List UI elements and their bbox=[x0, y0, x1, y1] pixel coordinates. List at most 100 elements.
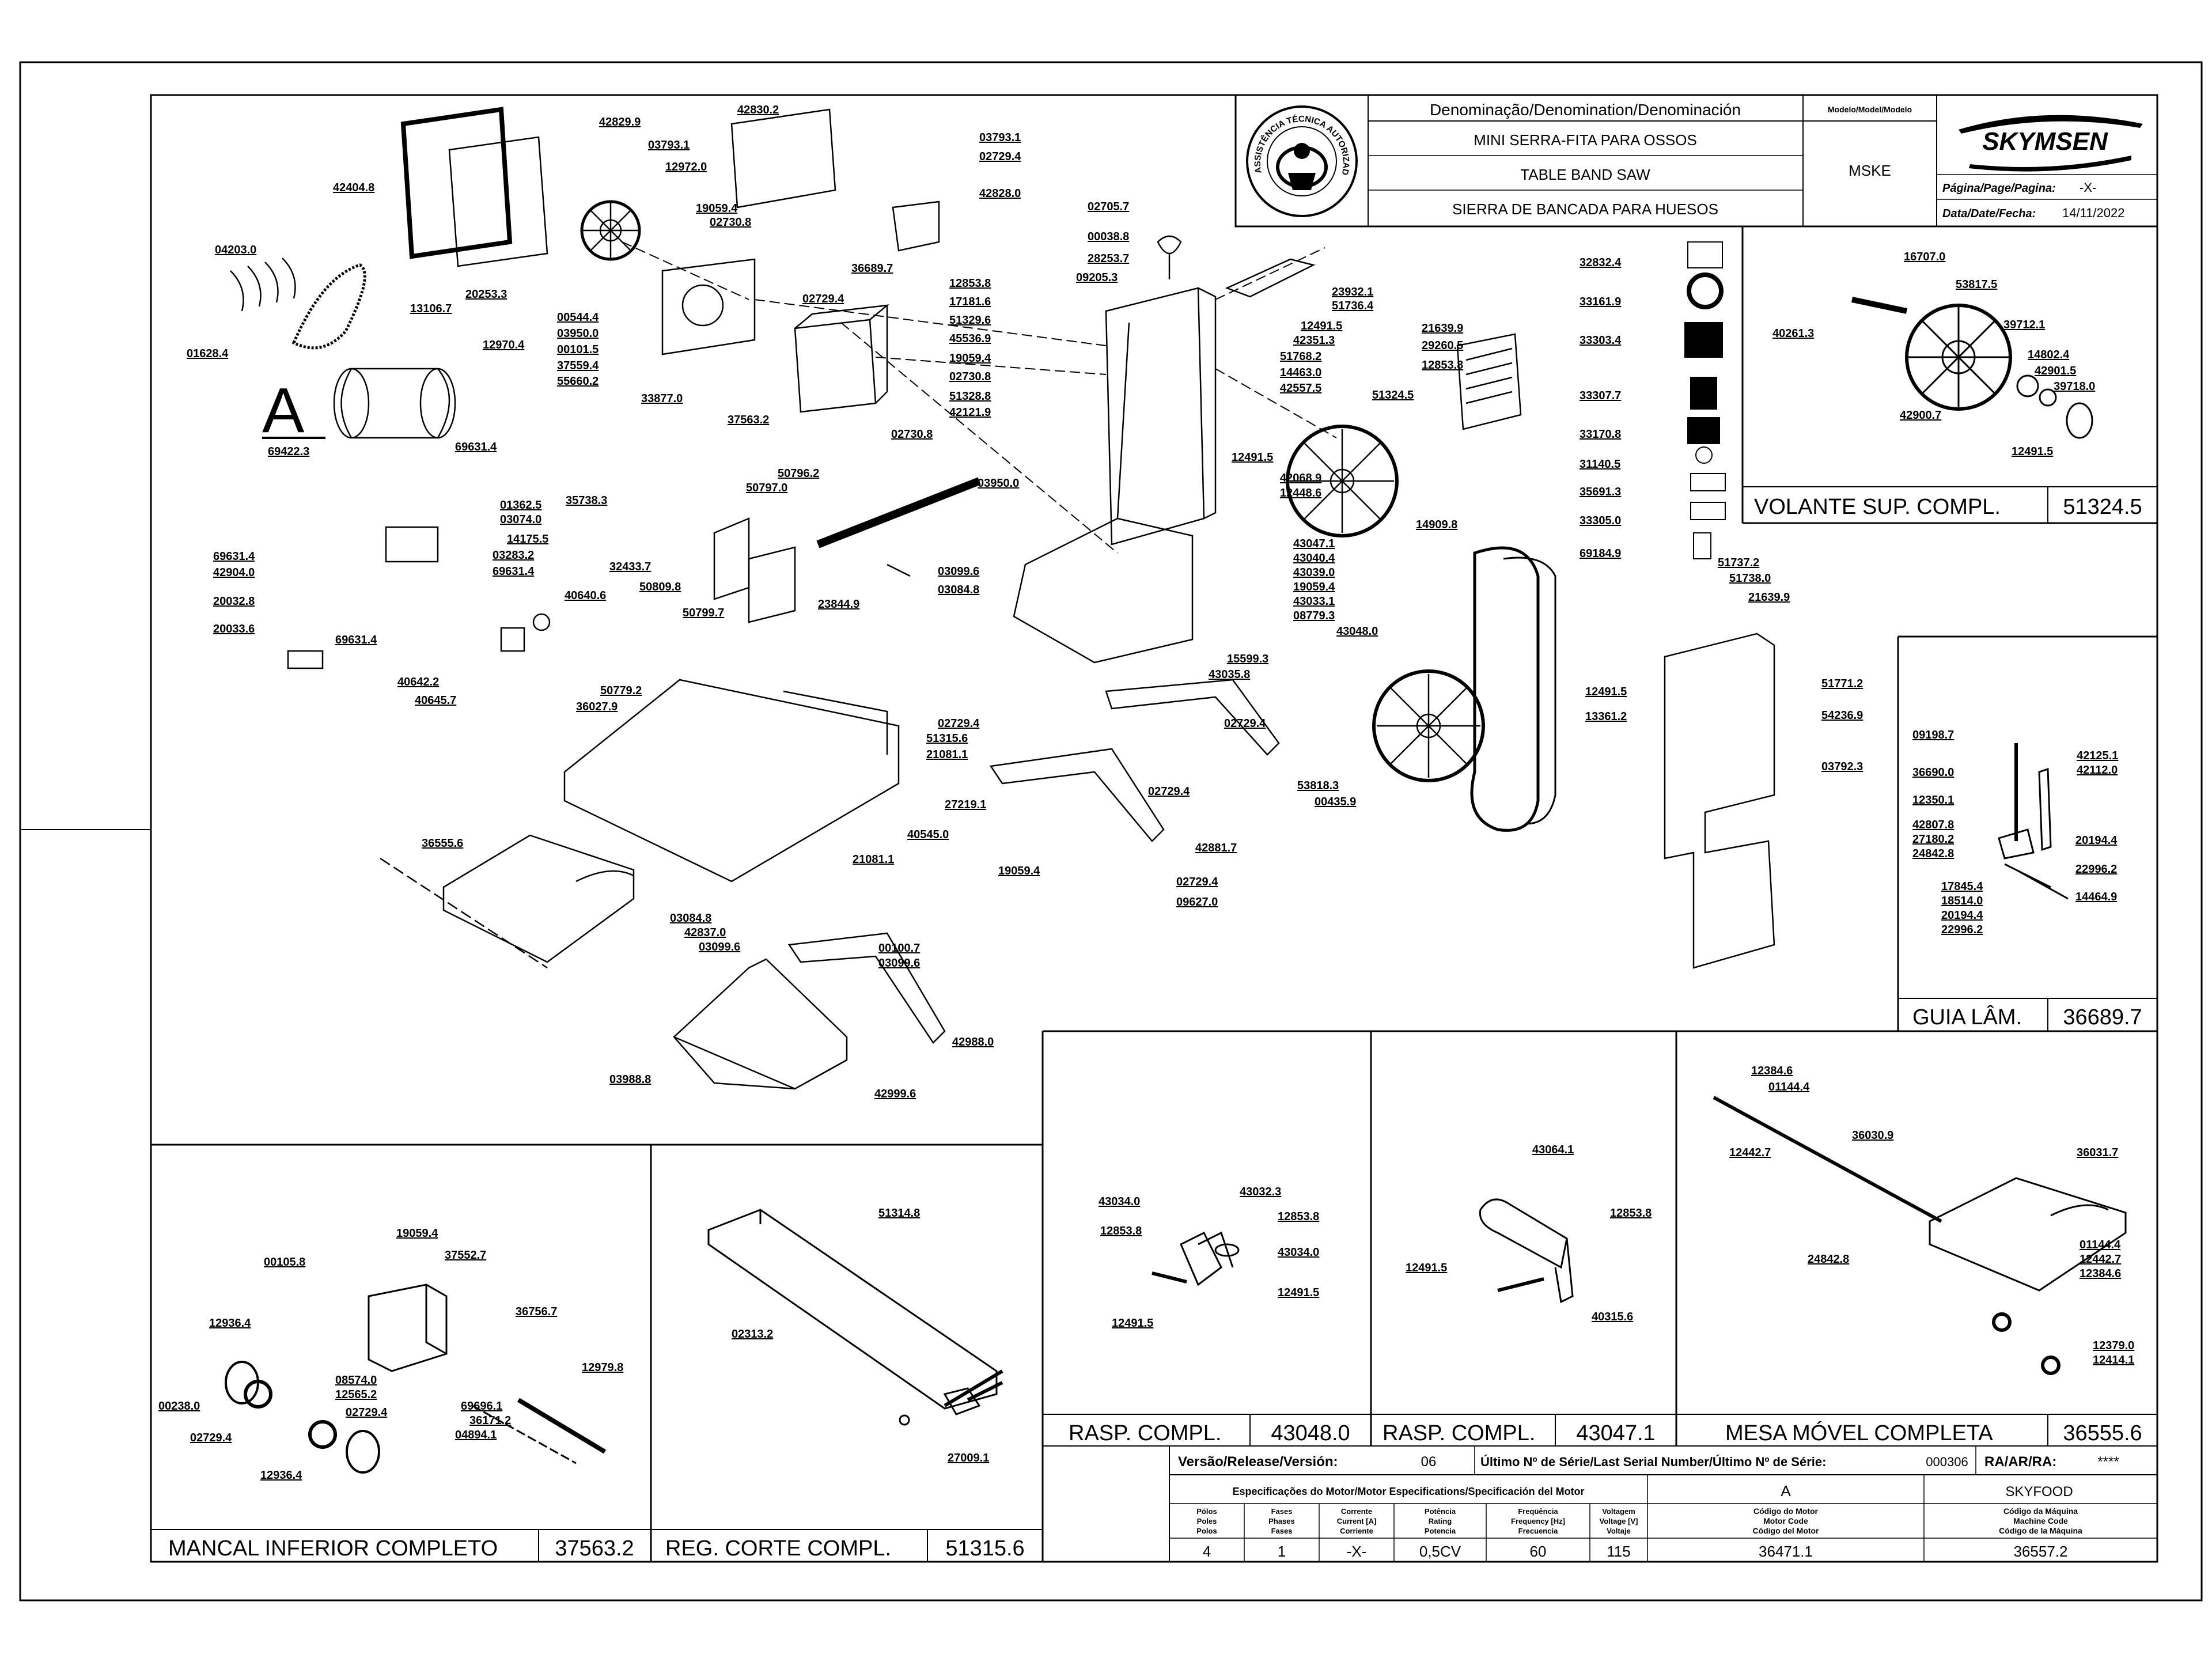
part-number-label: 69631.4 bbox=[335, 634, 377, 646]
part-number-label: 04203.0 bbox=[215, 244, 256, 256]
model-label: Modelo/Model/Modelo bbox=[1828, 105, 1912, 114]
part-number-label: 17845.4 bbox=[1941, 880, 1983, 893]
rasp1-code: 43048.0 bbox=[1271, 1421, 1350, 1445]
footer-col-header: Rating bbox=[1429, 1517, 1452, 1525]
part-number-label: 02729.4 bbox=[802, 293, 844, 305]
part-number-label: 69631.4 bbox=[455, 441, 497, 453]
part-number-label: 12853.8 bbox=[1278, 1210, 1319, 1223]
part-number-label: 42829.9 bbox=[599, 116, 641, 128]
footer-col-header: Pólos bbox=[1196, 1507, 1217, 1516]
part-number-label: 33303.4 bbox=[1580, 334, 1622, 347]
part-number-label: 02729.4 bbox=[1148, 785, 1190, 798]
part-number-label: 12491.5 bbox=[1585, 686, 1627, 698]
part-number-label: 40315.6 bbox=[1592, 1311, 1633, 1323]
part-number-label: 24842.8 bbox=[1912, 847, 1954, 860]
part-number-label: 51768.2 bbox=[1280, 350, 1321, 363]
part-number-label: 43039.0 bbox=[1293, 566, 1335, 579]
part-number-label: 03792.3 bbox=[1821, 760, 1863, 773]
part-number-label: 12442.7 bbox=[1729, 1146, 1771, 1159]
footer-col-header: Código do Motor bbox=[1753, 1506, 1819, 1516]
serial-label: Último Nº de Série/Last Serial Number/Úl… bbox=[1480, 1455, 1826, 1469]
footer-col-header: Corrente bbox=[1341, 1507, 1372, 1516]
part-number-label: 42112.0 bbox=[2077, 764, 2118, 777]
part-number-label: 12379.0 bbox=[2093, 1339, 2134, 1352]
mancal-drawing bbox=[225, 1284, 607, 1474]
part-number-label: 19059.4 bbox=[949, 352, 991, 365]
footer-col-header: Potencia bbox=[1425, 1527, 1456, 1535]
rasp2-title: RASP. COMPL. bbox=[1382, 1421, 1535, 1445]
brand-name: SKYMSEN bbox=[1982, 127, 2108, 156]
part-number-label: 43034.0 bbox=[1099, 1195, 1140, 1208]
part-number-label: 02730.8 bbox=[949, 370, 991, 383]
part-number-label: 20194.4 bbox=[1941, 909, 1983, 922]
part-number-label: 51315.6 bbox=[926, 732, 968, 745]
footer-col-header: Phases bbox=[1268, 1517, 1295, 1525]
part-number-label: 12972.0 bbox=[665, 161, 707, 173]
guia-drawing bbox=[1998, 743, 2069, 900]
part-number-label: 03084.8 bbox=[670, 912, 711, 925]
footer-col-value: 36471.1 bbox=[1759, 1543, 1813, 1560]
part-number-label: 35738.3 bbox=[566, 494, 607, 507]
part-number-label: 14802.4 bbox=[2028, 349, 2070, 361]
part-number-label: 03950.0 bbox=[978, 477, 1019, 490]
footer-col-header: Frecuencia bbox=[1518, 1527, 1558, 1535]
footer-columns: PólosPolesPolos4FasesPhasesFases1Corrent… bbox=[1196, 1506, 2082, 1560]
part-number-label: 28253.7 bbox=[1088, 252, 1129, 265]
brand-value: SKYFOOD bbox=[2005, 1484, 2073, 1500]
part-number-label: 02730.8 bbox=[891, 428, 933, 441]
part-number-label: 32433.7 bbox=[609, 561, 651, 573]
ra-label: RA/AR/RA: bbox=[1984, 1454, 2056, 1470]
reg-drawing bbox=[707, 1209, 1003, 1426]
rasp2-code: 43047.1 bbox=[1576, 1421, 1655, 1445]
part-number-label: 43033.1 bbox=[1293, 595, 1335, 608]
part-number-label: 01144.4 bbox=[1768, 1081, 1810, 1093]
footer-col-header: Fases bbox=[1271, 1527, 1293, 1535]
footer-col-value: 0,5CV bbox=[1419, 1543, 1461, 1560]
part-number-label: 12442.7 bbox=[2080, 1253, 2121, 1266]
part-number-label: 37563.2 bbox=[728, 414, 769, 426]
footer-col-value: 36557.2 bbox=[2014, 1543, 2068, 1560]
part-number-label: 00435.9 bbox=[1315, 796, 1356, 808]
part-number-label: 50809.8 bbox=[639, 581, 681, 593]
part-number-label: 22996.2 bbox=[2075, 863, 2117, 876]
part-number-label: 03099.6 bbox=[938, 565, 979, 578]
volante-part-labels: 16707.053817.540261.339712.114802.442901… bbox=[1772, 251, 2095, 458]
part-number-label: 08779.3 bbox=[1293, 609, 1335, 622]
part-number-label: 43064.1 bbox=[1532, 1144, 1574, 1156]
serial-value: 000306 bbox=[1926, 1455, 1968, 1469]
part-number-label: 12853.8 bbox=[1422, 359, 1463, 372]
part-number-label: 53818.3 bbox=[1297, 779, 1339, 792]
part-number-label: 42557.5 bbox=[1280, 382, 1321, 395]
motor-spec-label: Especificações do Motor/Motor Especifica… bbox=[1232, 1486, 1584, 1497]
part-number-label: 40640.6 bbox=[565, 589, 606, 602]
part-number-label: 51328.8 bbox=[949, 390, 991, 403]
part-number-label: 14175.5 bbox=[507, 533, 548, 546]
part-number-label: 36756.7 bbox=[516, 1305, 557, 1318]
part-number-label: 35691.3 bbox=[1580, 486, 1621, 498]
part-number-label: 29260.5 bbox=[1422, 339, 1463, 352]
part-number-label: 12384.6 bbox=[1751, 1065, 1793, 1077]
part-number-label: 42125.1 bbox=[2077, 749, 2118, 762]
part-number-label: 33307.7 bbox=[1580, 389, 1621, 402]
part-number-label: 51329.6 bbox=[949, 314, 991, 327]
part-number-label: 37552.7 bbox=[445, 1249, 486, 1262]
part-number-label: 43034.0 bbox=[1278, 1246, 1319, 1259]
part-number-label: 17181.6 bbox=[949, 296, 991, 308]
rasp1-title: RASP. COMPL. bbox=[1069, 1421, 1221, 1445]
part-number-label: 00105.8 bbox=[264, 1256, 305, 1269]
part-number-label: 36030.9 bbox=[1852, 1129, 1893, 1142]
part-number-label: 40545.0 bbox=[907, 828, 949, 841]
part-number-label: 36171.2 bbox=[469, 1414, 511, 1427]
part-number-label: 13106.7 bbox=[410, 302, 452, 315]
footer-col-value: 1 bbox=[1278, 1543, 1286, 1560]
part-number-label: 20033.6 bbox=[213, 623, 255, 635]
part-number-label: 42988.0 bbox=[952, 1036, 994, 1048]
mancal-part-labels: 19059.400105.837552.736756.712936.412979… bbox=[158, 1227, 623, 1482]
part-number-label: 20253.3 bbox=[465, 288, 507, 301]
part-number-label: 03084.8 bbox=[938, 584, 979, 596]
part-number-label: 19059.4 bbox=[1293, 581, 1335, 593]
part-number-label: 69422.3 bbox=[268, 445, 309, 458]
